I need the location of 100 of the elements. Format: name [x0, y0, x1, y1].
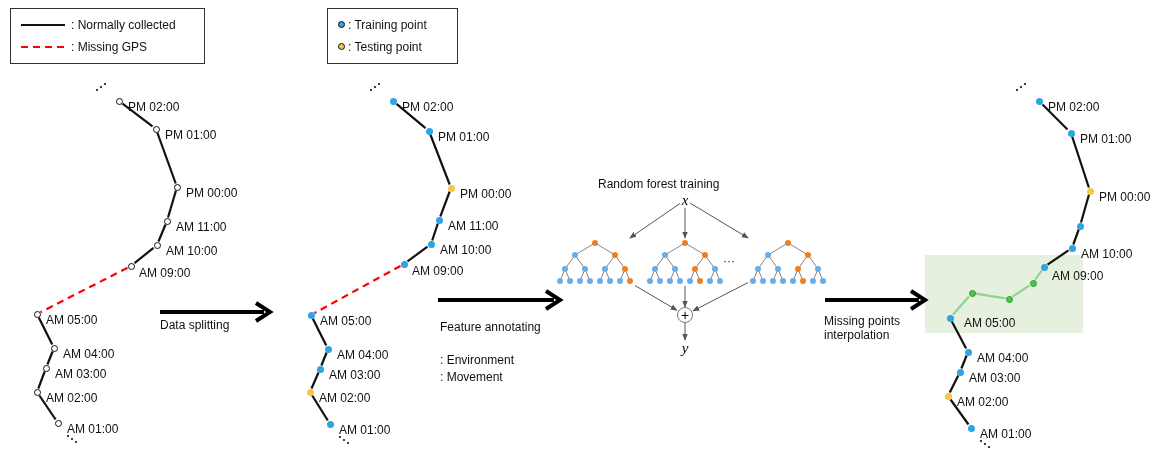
track-line	[38, 394, 57, 421]
time-label: AM 01:00	[67, 422, 119, 436]
track-line	[975, 292, 1006, 300]
time-label: AM 01:00	[980, 427, 1032, 441]
track-line	[157, 224, 167, 242]
time-label: AM 10:00	[1081, 247, 1133, 261]
track-line	[960, 355, 968, 369]
tree-drawing	[645, 238, 725, 286]
track-line	[952, 295, 970, 316]
time-label: PM 02:00	[402, 100, 454, 114]
gps-point	[967, 424, 975, 432]
gps-point	[173, 183, 181, 191]
arrow	[682, 322, 688, 341]
time-label: AM 09:00	[139, 266, 191, 280]
time-label: PM 01:00	[438, 130, 490, 144]
time-label: AM 04:00	[977, 351, 1029, 365]
gps-point	[1067, 129, 1075, 137]
gps-point	[152, 125, 160, 133]
gps-point	[435, 216, 443, 224]
track-line	[1071, 136, 1090, 188]
time-label: PM 00:00	[186, 186, 238, 200]
track-line	[406, 245, 429, 263]
gps-point	[944, 392, 952, 400]
track-line	[431, 223, 439, 241]
tree-drawing	[748, 238, 828, 286]
time-label: AM 09:00	[412, 264, 464, 278]
gps-point	[127, 262, 135, 270]
gps-point	[1040, 263, 1048, 271]
step-label: Data splitting	[160, 318, 230, 332]
time-label: AM 01:00	[339, 423, 391, 437]
arrow	[692, 282, 749, 312]
gps-point	[326, 420, 334, 428]
track-line	[37, 317, 54, 345]
feature-label: : Movement	[440, 370, 503, 384]
time-label: PM 00:00	[1099, 190, 1151, 204]
track-line	[320, 352, 328, 366]
gps-point	[33, 310, 41, 318]
variable-label: y	[680, 340, 690, 356]
gps-point	[316, 365, 324, 373]
track-line	[950, 321, 968, 349]
step-label: Missing points interpolation	[824, 314, 902, 342]
time-label: AM 05:00	[964, 316, 1016, 330]
time-label: AM 03:00	[329, 368, 381, 382]
gps-point	[153, 241, 161, 249]
track-line	[156, 132, 177, 184]
gps-point	[1068, 244, 1076, 252]
gps-point	[1029, 279, 1037, 287]
gps-point	[968, 289, 976, 297]
track-line	[1046, 249, 1070, 266]
time-label: PM 01:00	[165, 128, 217, 142]
time-label: PM 00:00	[460, 187, 512, 201]
track-line	[133, 246, 155, 265]
gps-point	[946, 314, 954, 322]
arrow	[634, 285, 678, 311]
time-label: AM 02:00	[46, 391, 98, 405]
track-line	[46, 351, 54, 365]
time-label: AM 11:00	[448, 219, 499, 233]
time-label: PM 01:00	[1080, 132, 1132, 146]
gps-point	[427, 240, 435, 248]
time-label: AM 04:00	[63, 347, 115, 361]
time-label: AM 03:00	[55, 367, 107, 381]
gps-point	[1086, 187, 1094, 195]
gps-point	[956, 368, 964, 376]
time-label: AM 04:00	[337, 348, 389, 362]
gps-point	[324, 345, 332, 353]
track-line	[949, 398, 970, 426]
gps-point	[400, 260, 408, 268]
track-line	[429, 134, 451, 185]
feature-label: : Environment	[440, 353, 515, 367]
variable-label: x	[680, 192, 690, 208]
gps-point	[115, 97, 123, 105]
legend-label: : Training point	[348, 18, 427, 32]
track-line	[121, 102, 154, 128]
time-label: AM 02:00	[319, 391, 371, 405]
track-line	[311, 394, 329, 422]
gps-point	[1076, 222, 1084, 230]
legend-label: : Testing point	[348, 40, 422, 54]
gps-point	[33, 388, 41, 396]
sum-circle: +	[677, 307, 693, 323]
gps-point	[50, 344, 58, 352]
time-label: AM 10:00	[440, 243, 492, 257]
arrow	[682, 285, 688, 308]
gps-point	[389, 97, 397, 105]
time-label: AM 11:00	[176, 220, 227, 234]
gps-point	[307, 311, 315, 319]
step-label: Feature annotating	[440, 320, 541, 334]
time-label: AM 09:00	[1052, 269, 1104, 283]
ellipsis-label: ···	[723, 254, 735, 268]
legend-label: : Missing GPS	[71, 40, 148, 54]
gps-point	[1035, 97, 1043, 105]
track-line	[311, 318, 328, 346]
gps-point	[54, 419, 62, 427]
legend-label: : Normally collected	[71, 18, 176, 32]
time-label: AM 02:00	[957, 395, 1009, 409]
gps-point	[447, 184, 455, 192]
arrow	[682, 207, 688, 239]
arrow	[629, 202, 681, 239]
section-title: Random forest training	[598, 177, 720, 191]
tree-drawing	[555, 238, 635, 286]
time-label: AM 10:00	[166, 244, 218, 258]
